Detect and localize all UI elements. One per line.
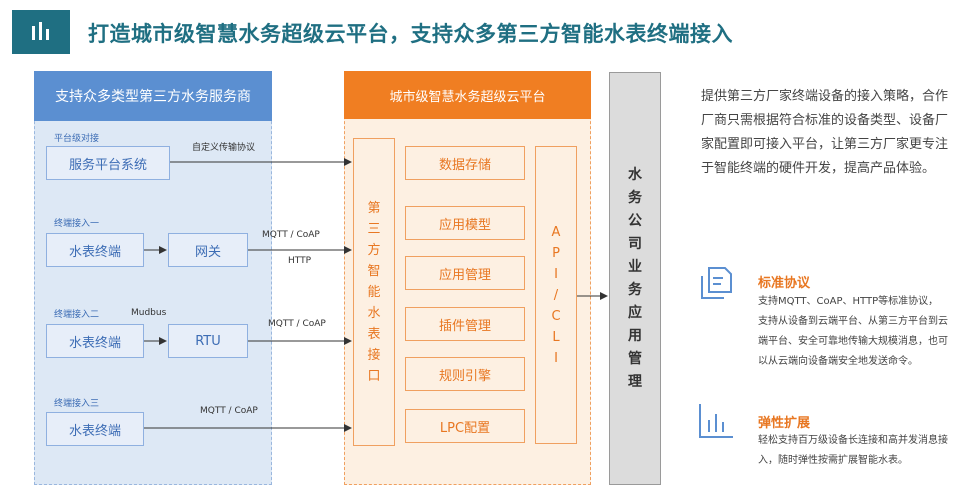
custom-protocol-label: 自定义传输协议 <box>192 143 256 153</box>
interface-char: 第 <box>367 200 381 216</box>
bar-chart-icon <box>697 402 735 440</box>
access1-meter-box: 水表终端 <box>46 233 144 267</box>
description-paragraph: 提供第三方厂家终端设备的接入策略，合作厂商只需根据符合标准的设备类型、设备厂家配… <box>701 89 949 176</box>
feature-standard-protocol-title: 标准协议 <box>758 276 811 291</box>
water-company-char: 务 <box>628 281 642 298</box>
water-company-app-column: 水务公司业务应用管理 <box>609 72 661 485</box>
access3-section-label: 终端接入三 <box>54 399 100 409</box>
water-company-char: 水 <box>628 166 642 183</box>
feature-elastic-scaling-desc: 轻松支持百万级设备长连接和高并发消息接入，随时弹性按需扩展智能水表。 <box>758 435 948 466</box>
interface-char: 口 <box>367 368 381 384</box>
platform-section-label: 平台级对接 <box>54 134 100 144</box>
module-app-model: 应用模型 <box>405 206 525 240</box>
api-char: A <box>551 224 561 240</box>
api-char: I <box>554 350 558 366</box>
cloud-platform-heading: 城市级智慧水务超级云平台 <box>344 71 591 119</box>
logo-icon <box>12 10 70 54</box>
module-data-storage: 数据存储 <box>405 146 525 180</box>
module-plugin-management: 插件管理 <box>405 307 525 341</box>
module-rule-engine: 规则引擎 <box>405 357 525 391</box>
api-char: L <box>552 329 560 345</box>
mudbus-label: Mudbus <box>131 308 167 318</box>
module-app-management: 应用管理 <box>405 256 525 290</box>
interface-char: 方 <box>367 242 381 258</box>
access1-http-label: HTTP <box>288 256 312 266</box>
third-party-interface-box: 第三方智能水表接口 <box>353 138 395 446</box>
page-title: 打造城市级智慧水务超级云平台，支持众多第三方智能水表终端接入 <box>88 22 733 46</box>
access1-protocol-label: MQTT / CoAP <box>262 230 320 240</box>
access2-meter-box: 水表终端 <box>46 324 144 358</box>
access1-section-label: 终端接入一 <box>54 219 100 229</box>
access3-meter-box: 水表终端 <box>46 412 144 446</box>
water-company-char: 管 <box>628 350 642 367</box>
water-company-char: 务 <box>628 189 642 206</box>
access3-protocol-label: MQTT / CoAP <box>200 406 258 416</box>
api-char: C <box>551 308 561 324</box>
water-company-char: 理 <box>628 373 642 390</box>
api-char: P <box>552 245 560 261</box>
document-icon <box>697 264 735 302</box>
feature-standard-protocol-desc: 支持MQTT、CoAP、HTTP等标准协议，支持从设备到云端平台、从第三方平台到… <box>758 296 948 367</box>
water-company-char: 司 <box>628 235 642 252</box>
module-lpc-config: LPC配置 <box>405 409 525 443</box>
interface-char: 三 <box>367 221 381 237</box>
interface-char: 水 <box>367 305 381 321</box>
service-platform-box: 服务平台系统 <box>46 146 170 180</box>
interface-char: 接 <box>367 347 381 363</box>
feature-elastic-scaling-title: 弹性扩展 <box>758 416 811 431</box>
water-company-char: 用 <box>628 327 642 344</box>
access2-protocol-label: MQTT / CoAP <box>268 319 326 329</box>
water-company-char: 业 <box>628 258 642 275</box>
water-company-char: 应 <box>628 304 642 321</box>
interface-char: 能 <box>367 284 381 300</box>
interface-char: 智 <box>367 263 381 279</box>
third-party-heading: 支持众多类型第三方水务服务商 <box>34 71 272 121</box>
api-char: I <box>554 266 558 282</box>
interface-char: 表 <box>367 326 381 342</box>
access2-section-label: 终端接入二 <box>54 310 100 320</box>
rtu-box: RTU <box>168 324 248 358</box>
water-company-char: 公 <box>628 212 642 229</box>
gateway-box: 网关 <box>168 233 248 267</box>
api-char: / <box>553 287 559 303</box>
